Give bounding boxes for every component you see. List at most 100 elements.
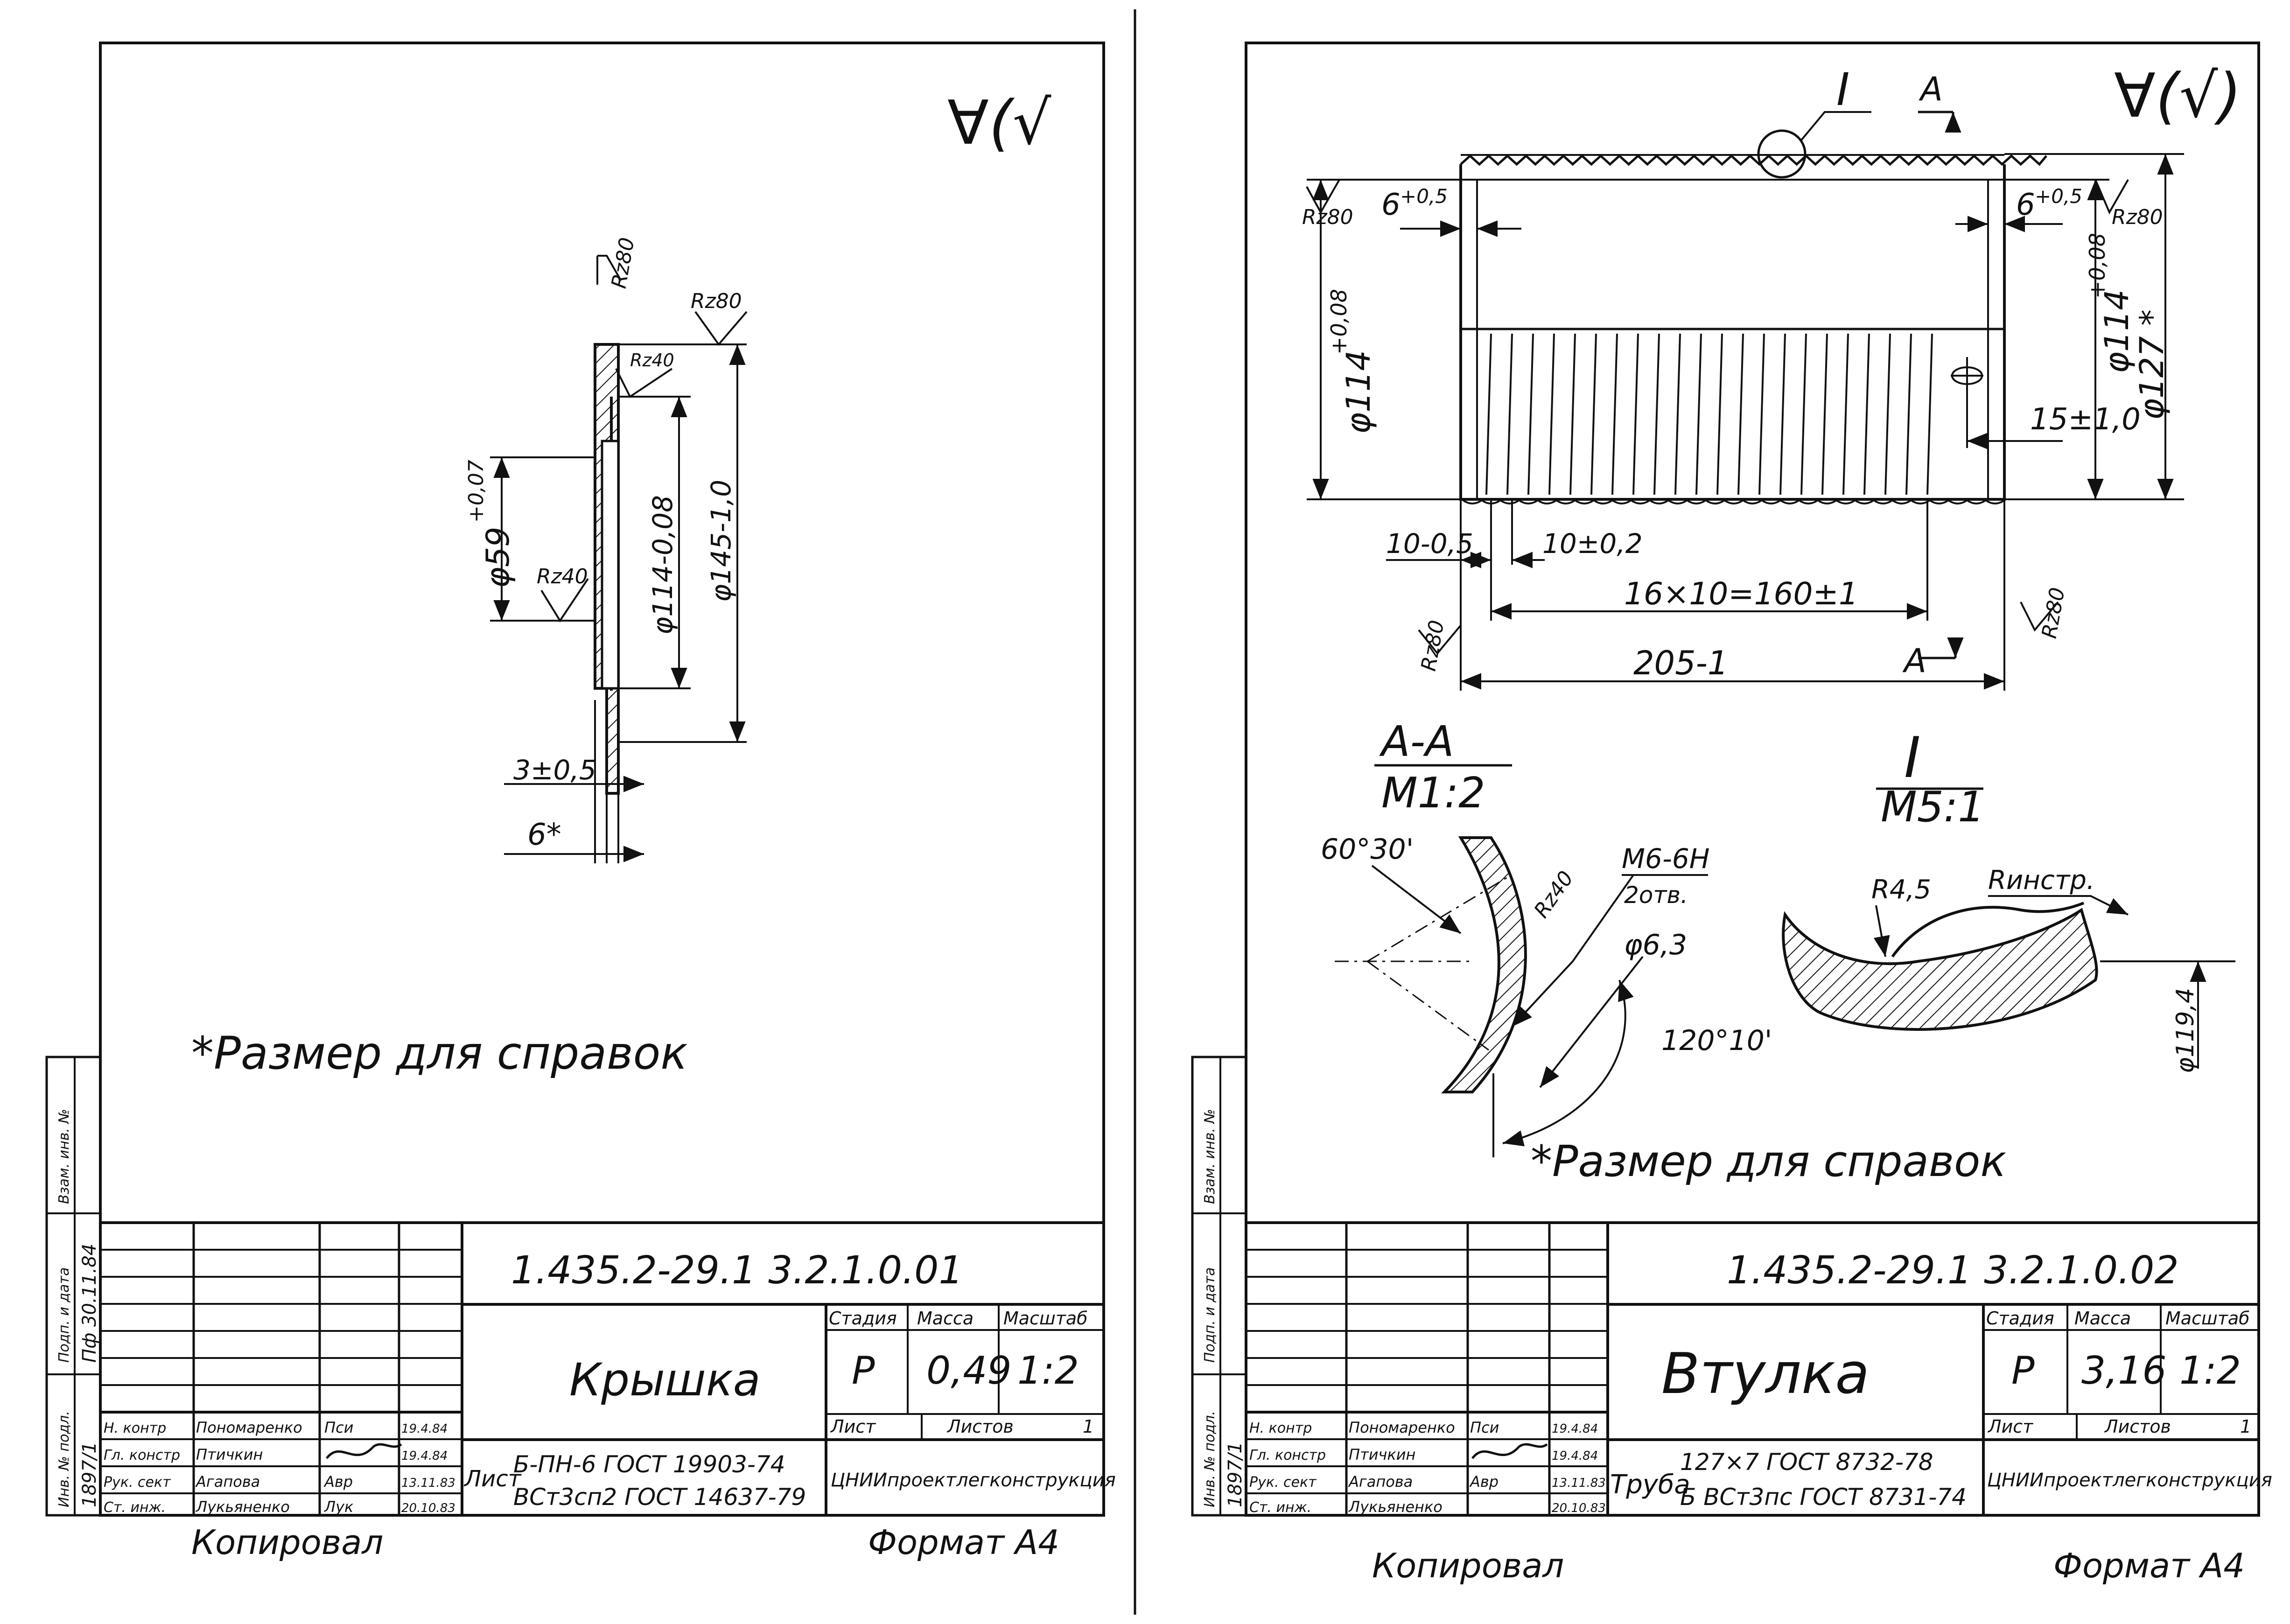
roughness-mark: ∀(√ (947, 87, 1051, 158)
svg-text:Rz80: Rz80 (1417, 618, 1449, 673)
svg-text:Лист: Лист (1987, 1416, 2034, 1437)
svg-text:φ114: φ114 (1339, 350, 1378, 434)
section-mark-bottom: А (1902, 642, 1926, 680)
hole-symbol (1951, 357, 1983, 397)
svg-text:19.4.84: 19.4.84 (1552, 1422, 1598, 1436)
detail-callout: I (1836, 63, 1849, 116)
groove-bottom-edge (1462, 499, 2005, 504)
svg-text:3±0,5: 3±0,5 (513, 754, 596, 786)
dimension-texts: φ59 +0,07 φ114-0,08 φ145-1,0 3±0,5 6* (464, 460, 737, 852)
sheet-vtulka: ∀(√) (1191, 42, 2272, 1585)
dimension-texts: φ114 +0,08 φ114 +0,08 φ127 * 6 +0,5 6 +0… (1326, 185, 2171, 682)
svg-text:Авр: Авр (1469, 1473, 1499, 1491)
mass-value: 0,49 (926, 1349, 1012, 1393)
roughness-mark: ∀(√) (2114, 60, 2241, 131)
svg-text:16×10=160±1: 16×10=160±1 (1624, 576, 1858, 612)
svg-text:205-1: 205-1 (1633, 644, 1728, 682)
surface-marks: Rz80 Rz80 Rz40 Rz40 (537, 236, 748, 623)
svg-text:13.11.83: 13.11.83 (1552, 1476, 1606, 1490)
svg-text:Rz80: Rz80 (1302, 205, 1353, 229)
svg-text:М1:2: М1:2 (1381, 769, 1485, 818)
svg-text:1897/1: 1897/1 (1225, 1442, 1246, 1507)
svg-text:10-0,5: 10-0,5 (1386, 528, 1473, 560)
svg-text:Лист: Лист (463, 1466, 522, 1492)
svg-text:Н. контр: Н. контр (104, 1420, 166, 1436)
svg-text:20.10.83: 20.10.83 (401, 1501, 455, 1515)
svg-text:Труба: Труба (1610, 1470, 1690, 1500)
svg-text:Инв. № подл.: Инв. № подл. (1202, 1411, 1218, 1507)
detail-circle (1757, 129, 1807, 179)
svg-text:R4,5: R4,5 (1871, 875, 1931, 905)
sheet-frame (99, 42, 1105, 1517)
svg-text:М5:1: М5:1 (1881, 783, 1985, 832)
reference-note: *Размер для справок (1531, 1136, 2006, 1186)
people-rows: Н. контр Пономаренко Пси 19.4.84 Гл. кон… (104, 1419, 455, 1516)
sheet-krishka: ∀(√ Rz80 Rz80 (45, 42, 1116, 1562)
svg-text:Пф 30.11.84: Пф 30.11.84 (79, 1244, 100, 1363)
svg-text:А-А: А-А (1379, 717, 1454, 766)
svg-text:120°10': 120°10' (1661, 1024, 1772, 1057)
svg-text:Авр: Авр (323, 1473, 353, 1491)
svg-text:Агапова: Агапова (195, 1473, 260, 1491)
svg-text:+0,08: +0,08 (1326, 289, 1352, 355)
section-AA-view: А-А М1:2 60°30' М6-6Н 2отв. Rz40 φ6,3 12… (1321, 717, 1772, 1157)
svg-text:Пси: Пси (324, 1419, 353, 1436)
svg-text:6: 6 (2016, 188, 2035, 222)
doc-code: 1.435.2-29.1 3.2.1.0.02 (1727, 1248, 2179, 1293)
svg-text:φ145-1,0: φ145-1,0 (705, 480, 737, 602)
svg-text:+0,5: +0,5 (2035, 185, 2082, 208)
svg-text:Листов: Листов (946, 1416, 1014, 1437)
format-label: Формат А4 (868, 1523, 1059, 1562)
svg-text:Взам. инв. №: Взам. инв. № (1202, 1109, 1218, 1204)
people-rows: Н. контр Пономаренко Пси 19.4.84 Гл. кон… (1249, 1419, 1606, 1516)
svg-text:6*: 6* (527, 818, 561, 852)
copied-label: Копировал (1372, 1546, 1564, 1585)
cover-center-gap (601, 440, 620, 690)
svg-text:Пономаренко: Пономаренко (196, 1419, 302, 1436)
svg-text:М6-6Н: М6-6Н (1622, 843, 1709, 875)
svg-text:Н. контр: Н. контр (1249, 1420, 1312, 1436)
title-block: 1.435.2-29.1 3.2.1.0.01 Крышка Стадия Ма… (99, 1221, 1116, 1517)
svg-text:Rz80: Rz80 (2038, 586, 2070, 640)
svg-text:φ6,3: φ6,3 (1624, 929, 1687, 961)
svg-text:19.4.84: 19.4.84 (401, 1449, 448, 1463)
stage-value: Р (2011, 1349, 2035, 1393)
svg-text:13.11.83: 13.11.83 (401, 1476, 455, 1490)
svg-text:Ст. инж.: Ст. инж. (104, 1499, 166, 1516)
svg-text:Лист: Лист (830, 1416, 876, 1437)
svg-text:Листов: Листов (2104, 1416, 2171, 1437)
reference-note: *Размер для справок (191, 1027, 687, 1079)
side-stamp: Взам. инв. № Подп. и дата Инв. № подл. П… (45, 1056, 102, 1517)
svg-text:Rz80: Rz80 (2112, 205, 2163, 229)
svg-text:Подп. и дата: Подп. и дата (56, 1267, 72, 1363)
svg-text:Гл. констр: Гл. констр (104, 1447, 180, 1463)
svg-text:Стадия: Стадия (829, 1308, 897, 1329)
svg-text:Лукьяненко: Лукьяненко (196, 1498, 290, 1516)
mass-value: 3,16 (2081, 1349, 2167, 1393)
svg-text:6: 6 (1381, 188, 1401, 222)
svg-text:Rz80: Rz80 (607, 236, 639, 290)
svg-text:15±1,0: 15±1,0 (2030, 402, 2141, 437)
svg-text:Птичкин: Птичкин (1349, 1446, 1415, 1463)
svg-text:Масштаб: Масштаб (2165, 1308, 2250, 1329)
format-label: Формат А4 (2053, 1546, 2245, 1585)
svg-text:Ст. инж.: Ст. инж. (1249, 1499, 1311, 1516)
svg-text:Взам. инв. №: Взам. инв. № (56, 1109, 72, 1204)
knurled-top-edge (1460, 154, 2047, 166)
svg-text:Пономаренко: Пономаренко (1349, 1419, 1455, 1436)
stage-value: Р (852, 1349, 875, 1393)
svg-text:19.4.84: 19.4.84 (401, 1422, 448, 1436)
material-line-2: Б ВСт3пс ГОСТ 8731-74 (1680, 1484, 1967, 1511)
title-block: 1.435.2-29.1 3.2.1.0.02 Втулка Стадия Ма… (1245, 1221, 2272, 1517)
material-line-2: ВСт3сп2 ГОСТ 14637-79 (513, 1484, 806, 1511)
organization: ЦНИИпроектлегконструкция (1987, 1470, 2272, 1491)
bushing-main-view: I А А (1307, 63, 2184, 691)
svg-text:φ114-0,08: φ114-0,08 (647, 495, 679, 635)
svg-text:Лукьяненко: Лукьяненко (1348, 1498, 1443, 1516)
svg-text:20.10.83: 20.10.83 (1552, 1501, 1606, 1515)
svg-text:φ114: φ114 (2098, 289, 2136, 373)
signature-ptichkin (326, 1443, 402, 1459)
svg-text:Пси: Пси (1470, 1419, 1499, 1436)
